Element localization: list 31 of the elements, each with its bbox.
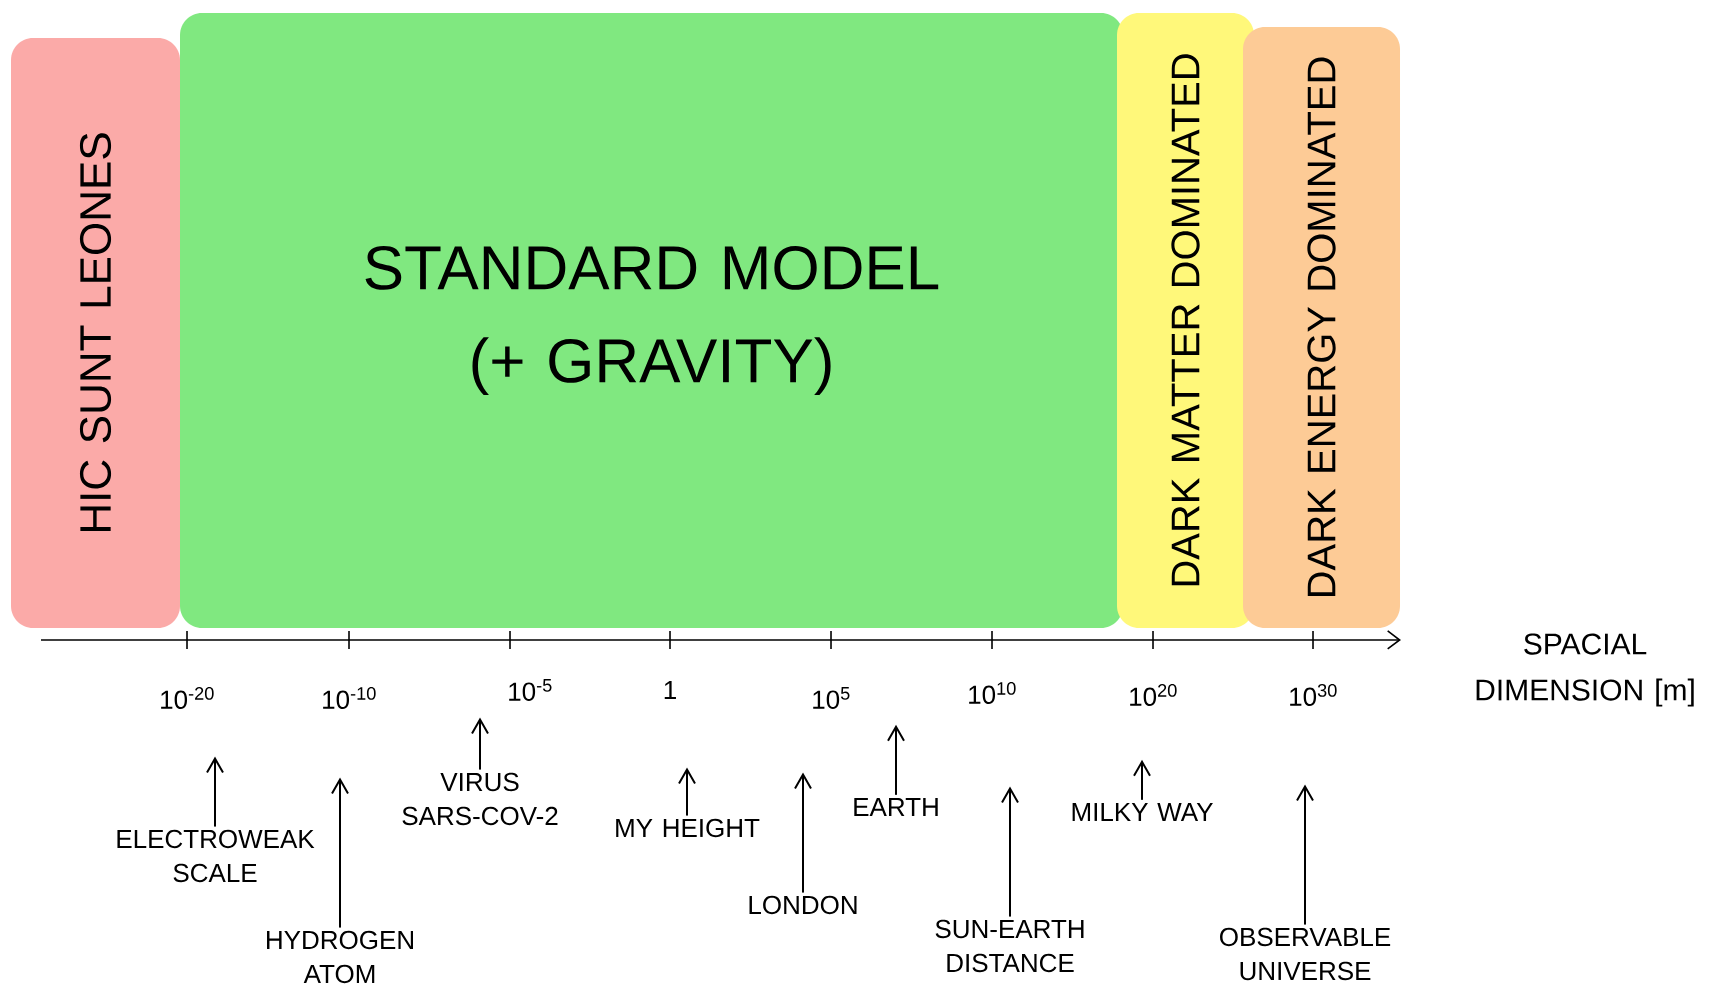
region-band: STANDARD MODEL (+ GRAVITY)	[180, 13, 1123, 628]
arrow	[1133, 759, 1151, 801]
region-band: HIC SUNT LEONES	[11, 38, 180, 628]
object-label: MY HEIGHT	[616, 818, 760, 838]
object-label: SUN-EARTH DISTANCE	[935, 919, 1084, 973]
object-label: MILKY WAY	[1072, 803, 1213, 821]
axis-title: SPACIAL DIMENSION [m]	[1476, 633, 1694, 707]
arrow	[206, 756, 224, 828]
object-label: EARTH	[854, 798, 938, 816]
object-label: OBSERVABLE UNIVERSE	[1220, 927, 1391, 981]
arrow	[678, 767, 696, 817]
arrow	[331, 777, 349, 929]
tick-label: 10$^{20}$	[1130, 684, 1177, 706]
object-label: HYDROGEN ATOM	[267, 930, 413, 984]
tick-label: 10$^{-5}$	[509, 679, 552, 701]
arrow	[887, 724, 905, 796]
tick-label: 10$^{30}$	[1290, 684, 1337, 706]
arrow	[1296, 784, 1314, 926]
region-band: DARK MATTER DOMINATED	[1117, 13, 1254, 628]
object-label: ELECTROWEAK SCALE	[117, 829, 315, 883]
tick-label: 10$^{-10}$	[323, 687, 376, 709]
tick-label: 10$^{-20}$	[161, 687, 214, 709]
object-label: LONDON	[749, 895, 857, 915]
tick-label: 10$^{5}$	[813, 687, 850, 709]
region-band: DARK ENERGY DOMINATED	[1243, 27, 1400, 628]
arrow	[471, 717, 489, 771]
arrow	[794, 772, 812, 894]
tick-label: 1	[664, 681, 676, 699]
arrow	[1001, 786, 1019, 918]
tick-label: 10$^{10}$	[969, 682, 1016, 704]
object-label: VIRUS SARS-COV-2	[402, 772, 558, 826]
